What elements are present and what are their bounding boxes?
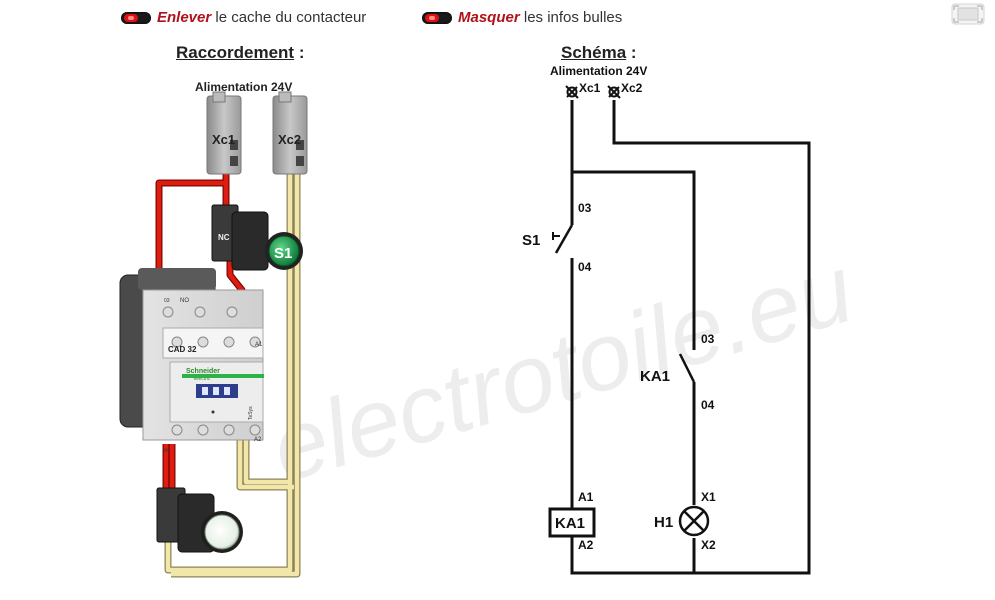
pushbutton-nc-label: NC <box>218 233 230 242</box>
ka1-terminal-03: 03 <box>701 332 715 346</box>
toggle-tips-switch[interactable] <box>422 11 452 24</box>
pushbutton-s1: NC S1 <box>211 204 303 271</box>
wiring-diagram: Alimentation 24V Xc1 Xc2 <box>119 80 308 578</box>
contactor-brand-line2: Electric <box>194 376 211 382</box>
s1-label: S1 <box>522 232 540 249</box>
contactor-brand-line1: Schneider <box>186 368 220 375</box>
lamp-terminal-x2: X2 <box>701 538 716 552</box>
toggle-cover-action[interactable]: Enlever <box>157 9 212 26</box>
toggle-cover-text: le cache du contacteur <box>211 9 367 26</box>
terminal-xc2: Xc2 <box>272 91 308 175</box>
contactor-model-label: CAD 32 <box>168 345 197 354</box>
indicator-lamp-h1 <box>156 487 243 553</box>
toggle-cover-switch[interactable] <box>121 11 151 24</box>
ka1-terminal-04: 04 <box>701 398 715 412</box>
toggle-knob <box>425 13 439 22</box>
terminal-xc1-label: Xc1 <box>212 132 235 147</box>
schematic-xc2-label: Xc2 <box>621 81 643 95</box>
toggle-tips-action[interactable]: Masquer <box>458 9 520 26</box>
toggle-tips-text: les infos bulles <box>519 9 623 26</box>
terminal-xc1: Xc1 <box>206 91 242 175</box>
contactor-03-label: 03 <box>164 298 170 304</box>
toggle-knob <box>124 13 138 22</box>
pushbutton-s1-label: S1 <box>274 245 292 262</box>
schematic-title: Schéma : <box>561 43 637 62</box>
terminal-xc2-label: Xc2 <box>278 132 301 147</box>
red-wire <box>155 168 246 495</box>
lamp-terminal-x1: X1 <box>701 490 716 504</box>
toggle-tips-row[interactable]: Masquer les infos bulles <box>422 9 622 26</box>
schematic-labels: Alimentation 24V Xc1 Xc2 S1 03 04 KA1 03… <box>522 64 716 552</box>
s1-terminal-04: 04 <box>578 260 592 274</box>
coil-label: KA1 <box>555 515 585 532</box>
contactor-a1-label: A1 <box>255 342 263 348</box>
schematic-xc1-label: Xc1 <box>579 81 601 95</box>
s1-terminal-03: 03 <box>578 201 592 215</box>
neutral-wire <box>164 168 301 578</box>
contactor-a2-label: A2 <box>254 437 262 443</box>
coil-terminal-a1: A1 <box>578 490 594 504</box>
watermark: electrotoile.eu <box>260 235 864 503</box>
toggle-cover-row[interactable]: Enlever le cache du contacteur <box>121 9 366 26</box>
lamp-label: H1 <box>654 514 673 531</box>
schematic-diagram <box>548 85 811 575</box>
fullscreen-icon[interactable] <box>951 3 985 25</box>
ka1-contact-label: KA1 <box>640 368 670 385</box>
contactor: NO CAD 32 Schneider Electric TeSys A1 A2… <box>119 268 264 454</box>
wiring-title: Raccordement : <box>176 43 305 62</box>
coil-terminal-a2: A2 <box>578 538 594 552</box>
contactor-no-label: NO <box>180 298 189 304</box>
contactor-04-label: 04 <box>164 448 170 454</box>
wiring-supply-label: Alimentation 24V <box>195 80 292 94</box>
contactor-series-label: TeSys <box>248 406 254 420</box>
schematic-supply-label: Alimentation 24V <box>550 64 647 78</box>
